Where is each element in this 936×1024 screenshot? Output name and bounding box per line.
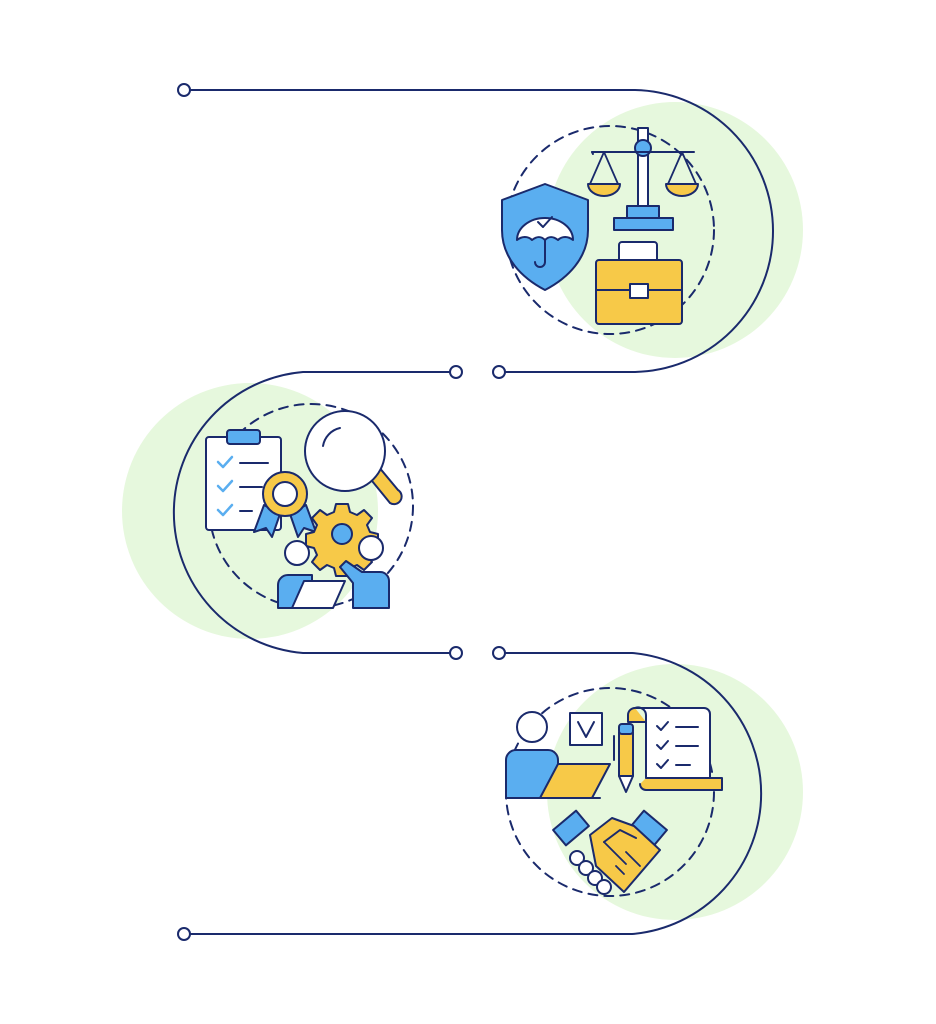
connector-endpoint-bottom (177, 927, 191, 941)
checkbox-icon (569, 712, 603, 746)
contract-document-icon (627, 706, 723, 791)
legal-insurance-briefcase-icon (501, 127, 699, 325)
quality-inspection-teamwork-icon (205, 410, 403, 609)
connector-node (492, 646, 506, 660)
shield-umbrella-icon (501, 183, 589, 291)
team-people-icon (277, 535, 390, 609)
clipboard-checklist-icon (205, 429, 282, 531)
connector-node (492, 365, 506, 379)
connector-endpoint-top (177, 83, 191, 97)
magnifier-icon (304, 410, 403, 506)
pen-icon (613, 723, 634, 793)
contract-agreement-handshake-icon (505, 706, 723, 895)
connector-line (172, 83, 774, 941)
briefcase-icon (595, 241, 683, 325)
scales-icon (587, 127, 699, 231)
connector-node (449, 646, 463, 660)
person-laptop-icon (505, 711, 611, 799)
award-medal-icon (253, 471, 317, 538)
connector-node (449, 365, 463, 379)
handshake-icon (552, 809, 668, 895)
